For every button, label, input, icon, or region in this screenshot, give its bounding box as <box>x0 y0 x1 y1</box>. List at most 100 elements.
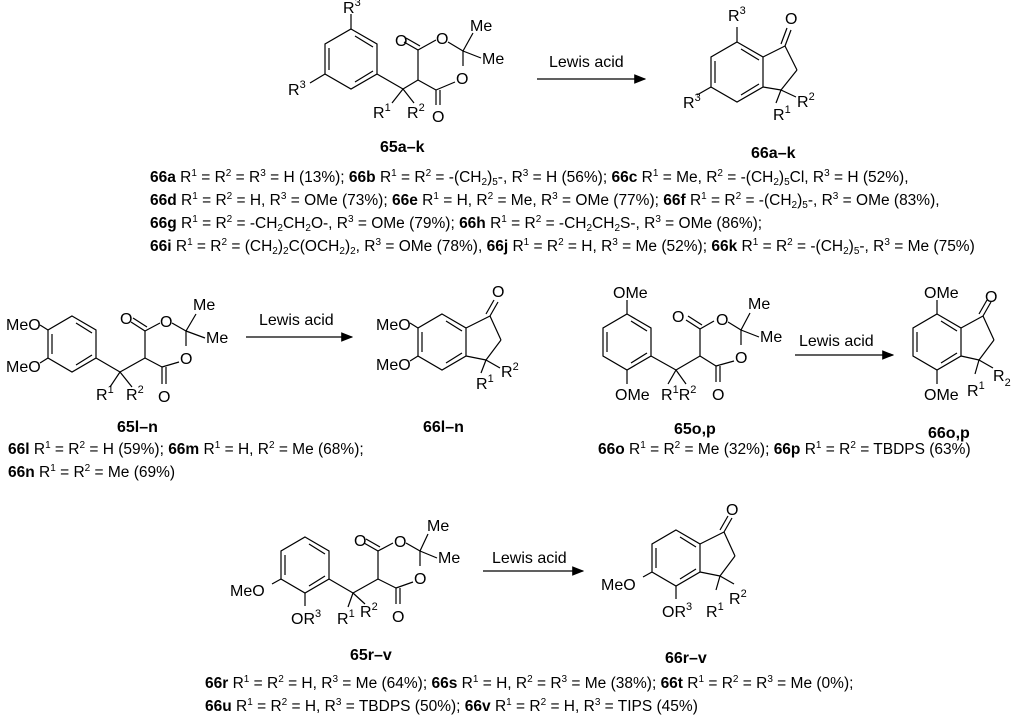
product-66a-k: R3 R3 O R1 R2 <box>683 5 815 124</box>
yield-entry: 66c R1 = Me, R2 = -(CH2)5Cl, R3 = H (52%… <box>611 168 905 188</box>
reaction-arrow-2: Lewis acid <box>246 312 354 342</box>
compound-label-66l-n: 66l–n <box>423 419 464 436</box>
yield-entry: 66k R1 = R2 = -(CH2)5-, R3 = Me (75%) <box>711 237 975 257</box>
atom-label: O <box>414 571 426 588</box>
atom-label: R3 <box>343 0 361 17</box>
atom-label: R2 <box>501 361 519 381</box>
atom-label: Me <box>748 296 770 313</box>
compound-label-66a-k: 66a–k <box>751 145 796 162</box>
compound-label-65a-k: 65a–k <box>380 139 425 156</box>
yield-entry: 66l R1 = R2 = H (59%) <box>8 440 160 459</box>
yield-entry: 66b R1 = R2 = -(CH2)5-, R3 = H (56%) <box>348 168 603 188</box>
atom-label: Me <box>470 18 492 35</box>
compound-label-66r-v: 66r–v <box>665 650 707 667</box>
product-66l-n: MeO MeO O R1 R2 <box>376 284 519 393</box>
yields-caption-66r-v: 66r R1 = R2 = H, R3 = Me (64%); 66s R1 =… <box>205 674 854 716</box>
atom-label: R2 <box>729 588 747 608</box>
atom-label: O <box>785 11 797 28</box>
atom-label: O <box>726 502 738 519</box>
yield-entry: 66g R1 = R2 = -CH2CH2O-, R3 = OMe (79%) <box>150 214 451 234</box>
yield-entry: 66s R1 = H, R2 = R3 = Me (38%) <box>431 674 652 693</box>
atom-label: MeO <box>376 357 411 374</box>
atom-label: MeO <box>6 359 41 376</box>
substrate-65a-k: R3 R3 R1 R2 O O Me Me O O <box>288 0 504 126</box>
atom-label: O <box>354 533 366 550</box>
atom-label: R2 <box>797 91 815 111</box>
atom-label: MeO <box>230 583 265 600</box>
atom-label: R1 <box>967 380 985 400</box>
yield-entry: 66n R1 = R2 = Me (69%) <box>8 463 176 482</box>
yields-caption-66a-k: 66a R1 = R2 = R3 = H (13%); 66b R1 = R2 … <box>150 168 975 257</box>
atom-label: R2 <box>407 102 425 122</box>
reagent-label: Lewis acid <box>549 54 624 71</box>
atom-label: MeO <box>376 317 411 334</box>
atom-label: O <box>432 109 444 126</box>
yield-entry: 66m R1 = H, R2 = Me (68%) <box>168 440 360 459</box>
atom-label: O <box>456 71 468 88</box>
yield-entry: 66t R1 = R2 = R3 = Me (0%) <box>660 674 850 693</box>
atom-label: OMe <box>924 387 959 404</box>
reagent-label: Lewis acid <box>259 312 334 329</box>
atom-label: R2 <box>126 384 144 404</box>
atom-label: R1 <box>373 102 391 122</box>
yield-entry: 66j R1 = R2 = H, R3 = Me (52%) <box>486 237 703 256</box>
yield-entry: 66o R1 = R2 = Me (32%) <box>598 440 766 459</box>
atom-label: O <box>436 31 448 48</box>
yields-caption-66o-p: 66o R1 = R2 = Me (32%); 66p R1 = R2 = TB… <box>598 440 971 459</box>
atom-label: O <box>735 350 747 367</box>
atom-label: O <box>158 389 170 406</box>
atom-label: O <box>394 534 406 551</box>
product-66o-p: OMe OMe O R1 R2 <box>912 285 1011 404</box>
compound-label-66o-p: 66o,p <box>928 425 970 442</box>
atom-label: Me <box>438 550 460 567</box>
yield-entry: 66i R1 = R2 = (CH2)2C(OCH2)2, R3 = OMe (… <box>150 237 478 257</box>
product-66r-v: MeO OR3 O R1 R2 <box>601 502 747 621</box>
atom-label: R3 <box>683 92 701 112</box>
reagent-label: Lewis acid <box>492 550 567 567</box>
yield-entry: 66u R1 = R2 = H, R3 = TBDPS (50%) <box>205 697 457 716</box>
atom-label: Me <box>427 518 449 535</box>
atom-label: Me <box>760 329 782 346</box>
substrate-65r-v: MeO OR3 R1 R2 O O Me Me O O <box>230 518 460 628</box>
atom-label: O <box>180 351 192 368</box>
compound-label-65r-v: 65r–v <box>350 647 392 664</box>
atom-label: R1 <box>706 601 724 621</box>
atom-label: O <box>160 314 172 331</box>
atom-label: O <box>712 387 724 404</box>
atom-label: O <box>985 289 997 306</box>
atom-label: R3 <box>728 5 746 25</box>
reagent-label: Lewis acid <box>799 333 874 350</box>
yield-entry: 66v R1 = R2 = H, R3 = TIPS (45%) <box>464 697 698 716</box>
compound-label-65o-p: 65o,p <box>674 421 716 438</box>
yield-entry: 66e R1 = H, R2 = Me, R3 = OMe (77%) <box>391 191 655 210</box>
atom-label: OMe <box>615 387 650 404</box>
substrate-65l-n: MeO MeO R1 R2 O O Me Me O O <box>6 297 228 406</box>
atom-label: O <box>392 609 404 626</box>
reaction-arrow-3: Lewis acid <box>795 333 895 360</box>
yield-entry: 66p R1 = R2 = TBDPS (63%) <box>773 440 971 459</box>
yield-entry: 66h R1 = R2 = -CH2CH2S-, R3 = OMe (86%) <box>459 214 758 234</box>
reaction-arrow-1: Lewis acid <box>537 54 647 84</box>
atom-label: OMe <box>613 285 648 302</box>
atom-label: Me <box>193 297 215 314</box>
atom-label: OR3 <box>291 608 321 628</box>
reaction-arrow-4: Lewis acid <box>483 550 585 576</box>
atom-label: OMe <box>924 285 959 302</box>
yield-entry: 66d R1 = R2 = H, R3 = OMe (73%) <box>150 191 384 210</box>
substrate-65o-p: OMe OMe R1R2 O O Me Me O O <box>602 285 782 404</box>
atom-label: MeO <box>6 317 41 334</box>
atom-label: Me <box>482 51 504 68</box>
atom-label: O <box>492 284 504 301</box>
atom-label: R1 <box>476 373 494 393</box>
atom-label: O <box>120 311 132 328</box>
yield-entry: 66f R1 = R2 = -(CH2)5-, R3 = OMe (83%) <box>663 191 936 211</box>
atom-label: OR3 <box>662 601 692 621</box>
atom-label: O <box>672 309 684 326</box>
atom-label: R1R2 <box>661 384 696 404</box>
atom-label: MeO <box>601 577 636 594</box>
atom-label: R3 <box>288 79 306 99</box>
compound-label-65l-n: 65l–n <box>117 419 158 436</box>
yields-caption-66l-n: 66l R1 = R2 = H (59%); 66m R1 = H, R2 = … <box>8 440 364 482</box>
yield-entry: 66r R1 = R2 = H, R3 = Me (64%) <box>205 674 423 693</box>
